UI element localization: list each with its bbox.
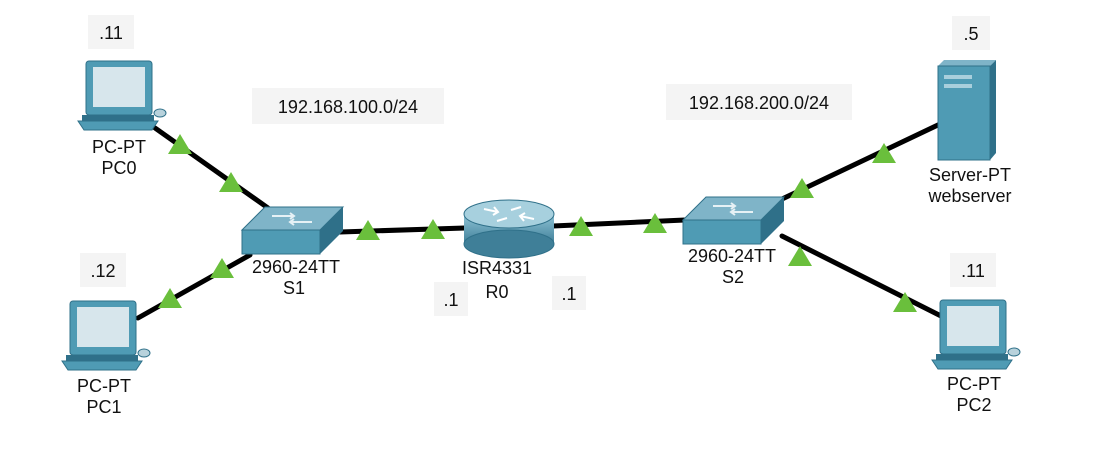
r0-name-label: R0	[485, 282, 508, 302]
switch-icon	[681, 196, 786, 245]
switch-s2-device[interactable]	[681, 196, 786, 245]
r0-right-interface-address: .1	[561, 284, 576, 304]
link-up-indicator	[872, 143, 896, 163]
server-host-address: .5	[963, 24, 978, 44]
pc2-name-label: PC2	[956, 395, 991, 415]
right-network-address: 192.168.200.0/24	[689, 93, 829, 113]
link-pc1-s1[interactable]	[135, 252, 253, 321]
link-s1-r0[interactable]	[337, 225, 468, 235]
pc2-host-address: .11	[961, 261, 985, 281]
s1-model-label: 2960-24TT	[252, 257, 340, 277]
left-network-address: 192.168.100.0/24	[278, 97, 418, 117]
pc2-host-note: .11	[950, 253, 996, 287]
server-model-label: Server-PT	[929, 165, 1011, 185]
pc0-device[interactable]	[77, 60, 167, 131]
link-up-indicator	[569, 216, 593, 236]
pc2-model-label: PC-PT	[947, 374, 1001, 394]
link-status-indicators	[158, 134, 917, 312]
pc0-host-address: .11	[99, 23, 123, 43]
pc-icon	[61, 300, 151, 371]
pc0-model-label: PC-PT	[92, 137, 146, 157]
link-up-indicator	[790, 178, 814, 198]
link-up-indicator	[168, 134, 192, 154]
r0-model-label: ISR4331	[462, 258, 532, 278]
link-up-indicator	[210, 258, 234, 278]
pc-icon	[77, 60, 167, 131]
server-host-note: .5	[952, 16, 990, 50]
pc1-host-address: .12	[90, 261, 115, 281]
pc1-model-label: PC-PT	[77, 376, 131, 396]
router-icon	[463, 199, 555, 259]
switch-icon	[240, 206, 345, 255]
server-icon	[937, 60, 996, 161]
pc-icon	[931, 299, 1021, 370]
pc1-device[interactable]	[61, 300, 151, 371]
s2-name-label: S2	[722, 267, 744, 287]
link-up-indicator	[893, 292, 917, 312]
s2-model-label: 2960-24TT	[688, 246, 776, 266]
pc1-host-note: .12	[80, 253, 126, 287]
r0-right-interface-note: .1	[552, 276, 586, 310]
link-up-indicator	[158, 288, 182, 308]
link-up-indicator	[788, 246, 812, 266]
router-r0-device[interactable]	[463, 199, 555, 259]
server-name-label: webserver	[927, 186, 1011, 206]
switch-s1-device[interactable]	[240, 206, 345, 255]
pc2-device[interactable]	[931, 299, 1021, 370]
link-s2-pc2[interactable]	[779, 233, 948, 321]
pc1-name-label: PC1	[86, 397, 121, 417]
link-up-indicator	[219, 172, 243, 192]
link-up-indicator	[421, 219, 445, 239]
right-network-note: 192.168.200.0/24	[666, 84, 852, 120]
r0-left-interface-address: .1	[443, 290, 458, 310]
link-up-indicator	[643, 213, 667, 233]
link-r0-s2[interactable]	[550, 217, 688, 229]
link-up-indicator	[356, 220, 380, 240]
r0-left-interface-note: .1	[434, 282, 468, 316]
s1-name-label: S1	[283, 278, 305, 298]
server-device[interactable]	[937, 60, 996, 161]
left-network-note: 192.168.100.0/24	[252, 88, 444, 124]
pc0-name-label: PC0	[101, 158, 136, 178]
pc0-host-note: .11	[88, 15, 134, 49]
link-pc0-s1[interactable]	[152, 125, 271, 211]
